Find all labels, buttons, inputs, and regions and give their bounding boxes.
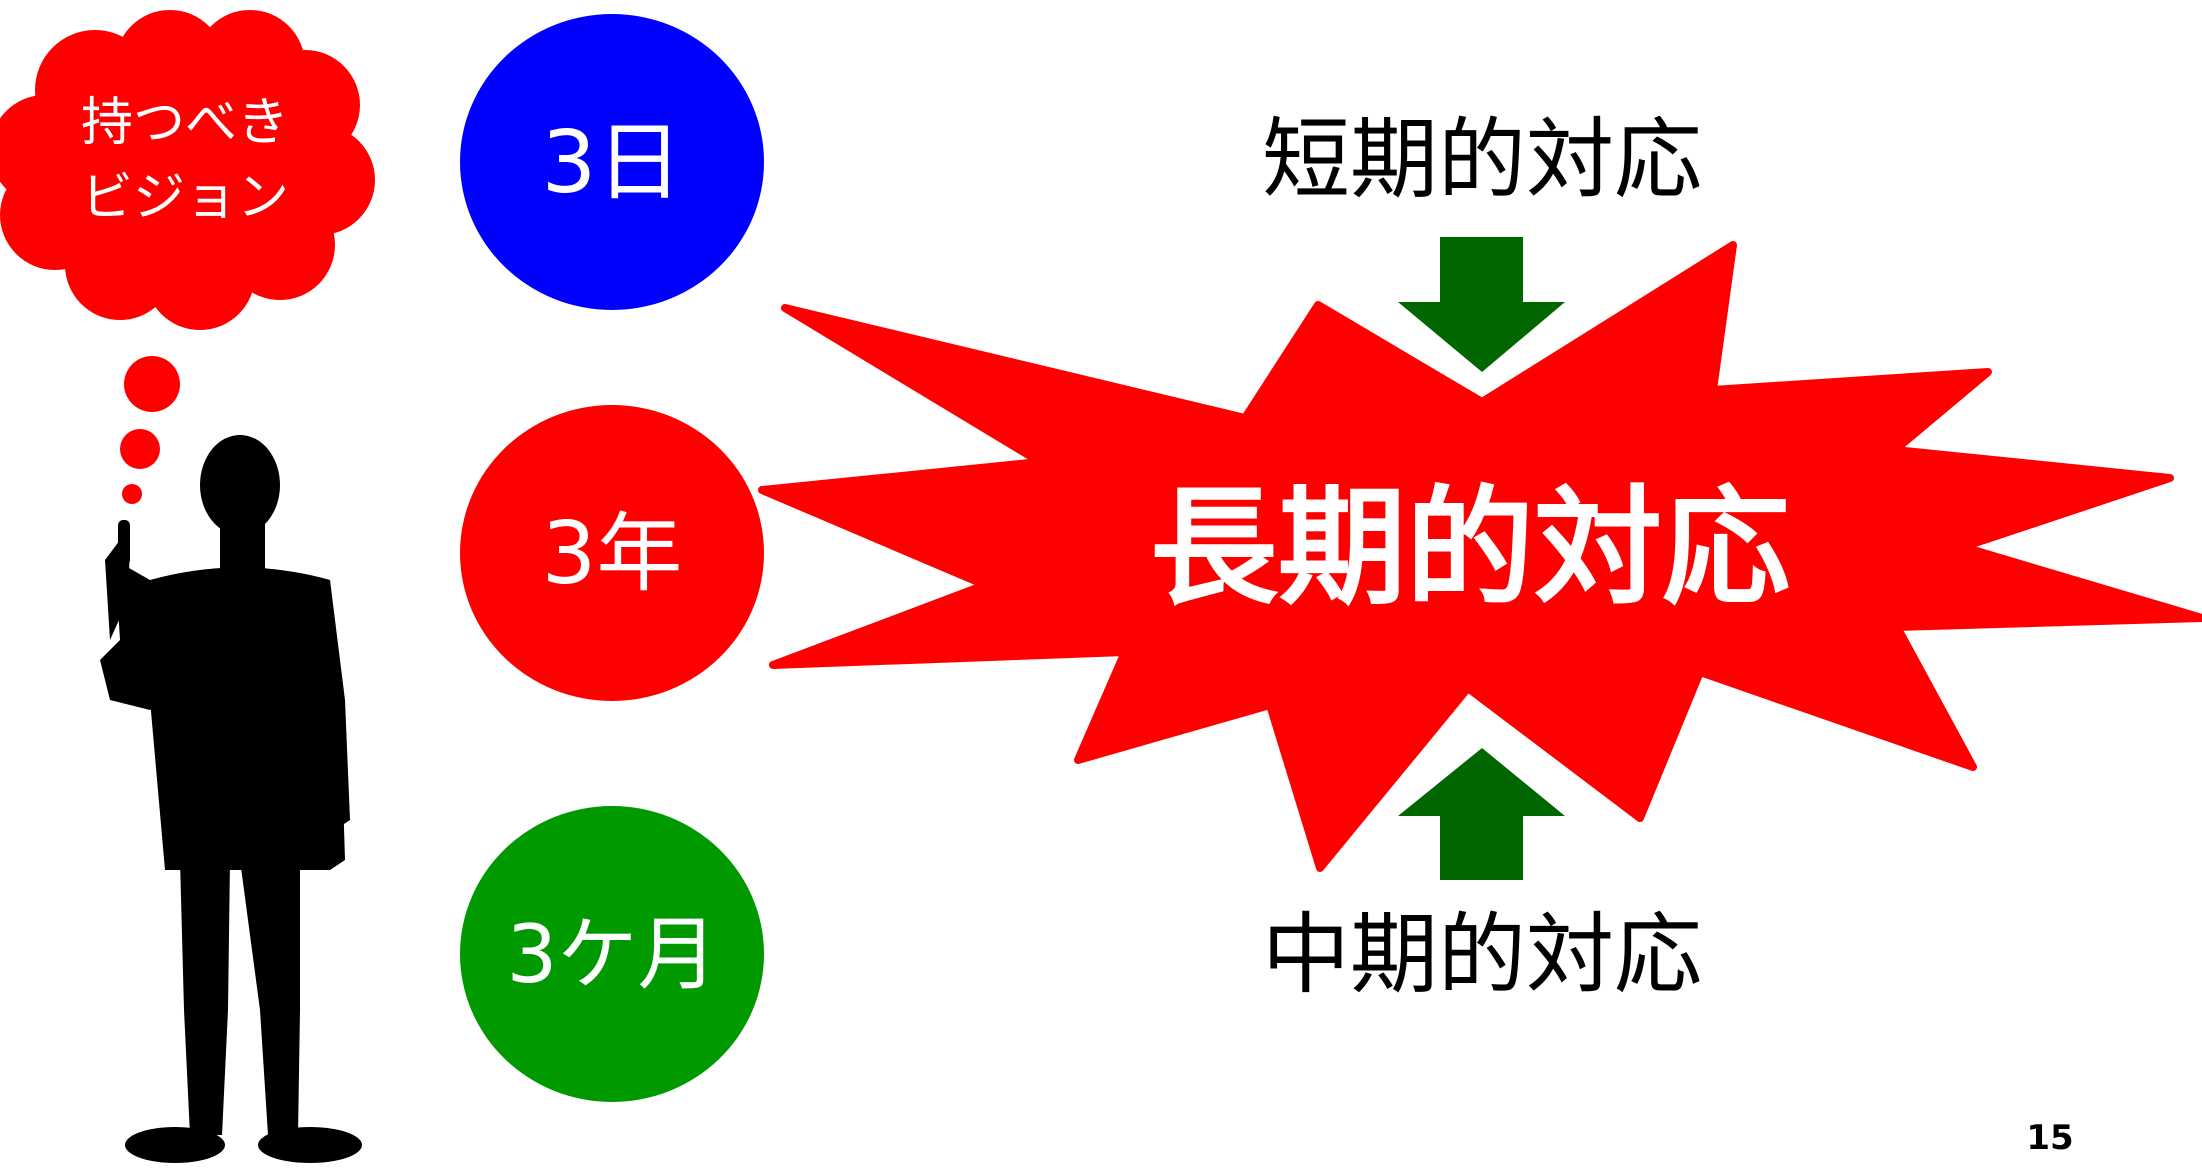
thought-dot-small [122,484,142,504]
thought-bubble: 持つべき ビジョン [0,10,375,504]
explosion-burst: 長期的対応 [758,241,2202,872]
circle-3months: 3ケ月 [460,806,764,1102]
circle-3months-label: 3ケ月 [507,908,718,1001]
thought-dot-large [124,356,180,412]
arrow-down-icon [1398,237,1565,372]
thought-bubble-line2: ビジョン [81,168,289,228]
burst-label: 長期的対応 [1150,474,1790,623]
short-term-label: 短期的対応 [1262,108,1702,211]
thought-dot-medium [120,429,160,469]
circle-3years-label: 3年 [542,504,683,604]
thought-bubble-line1: 持つべき [81,93,289,153]
person-silhouette-icon [100,435,362,1163]
circle-3days-label: 3日 [542,113,683,213]
arrow-up-icon [1398,748,1565,880]
circle-3days: 3日 [460,14,764,310]
page-number: 15 [2026,1118,2074,1158]
circle-3years: 3年 [460,405,764,701]
mid-term-label: 中期的対応 [1262,903,1702,1006]
